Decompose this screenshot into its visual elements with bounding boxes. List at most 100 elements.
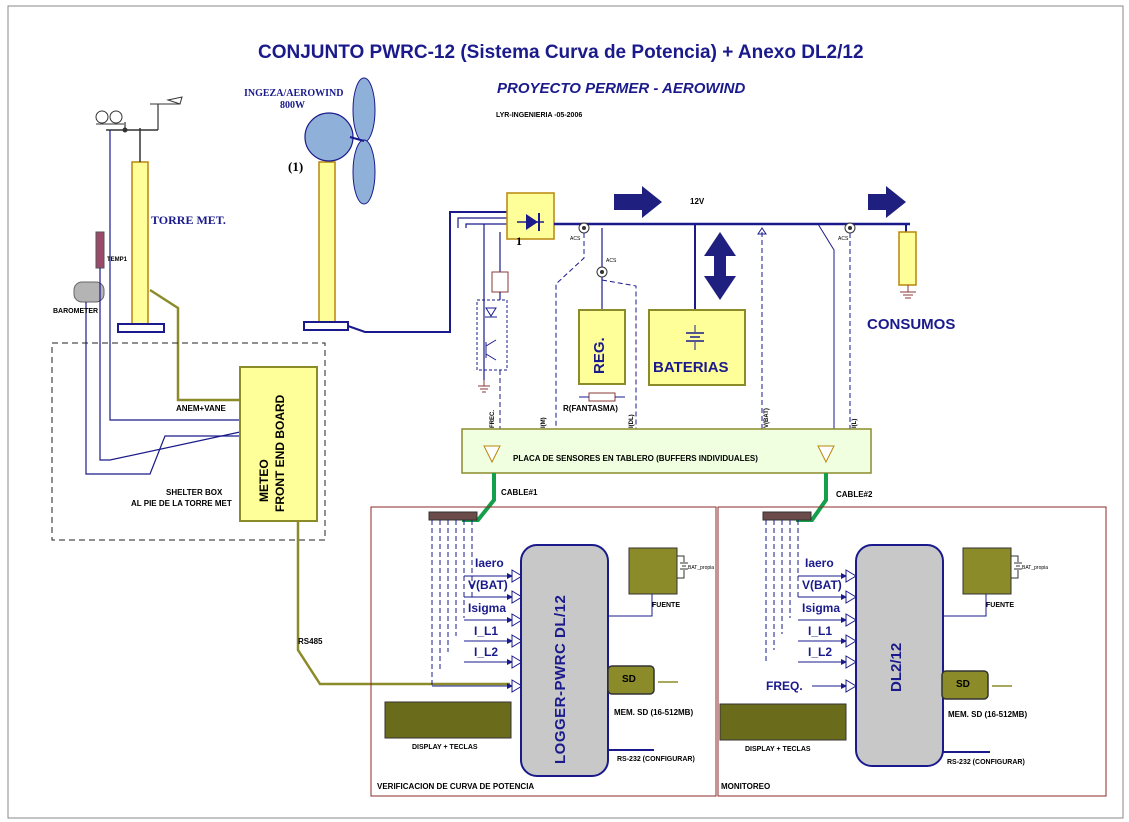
rs485-cable	[296, 521, 510, 686]
logger1-rs232-label: RS-232 (CONFIGURAR)	[617, 756, 695, 763]
cable-2-label: CABLE#2	[836, 490, 873, 499]
frequency-resistor	[491, 271, 509, 293]
wind-turbine-icon	[303, 77, 376, 331]
turbine-power: 800W	[280, 100, 305, 111]
logger1-input-lines	[432, 573, 513, 689]
battery-bank	[648, 309, 746, 386]
panel-monitoring	[717, 506, 1107, 797]
logger2-input-freq: FREQ.	[766, 679, 803, 693]
signal-idl: I(DL)	[629, 414, 635, 428]
page-title: CONJUNTO PWRC-12 (Sistema Curva de Poten…	[258, 42, 864, 63]
meteo-board	[239, 366, 318, 522]
signal-im: I(M)	[541, 417, 547, 428]
cable-1-label: CABLE#1	[501, 488, 538, 497]
turbine-tag: (1)	[288, 159, 304, 174]
turbine-phase-2	[457, 217, 507, 228]
met-tower	[117, 128, 165, 333]
logger2-battery-label: BAT_propia	[1022, 565, 1049, 571]
baro-wire	[85, 302, 240, 475]
shelter-box	[51, 342, 326, 541]
logger2-arrow-boxes	[845, 569, 857, 693]
wind-vane-icon	[150, 96, 183, 130]
logger1-input-il2: I_L2	[474, 645, 499, 659]
logger1-name: LOGGER-PWRC DL/12	[552, 594, 569, 764]
regulator-label: REG.	[591, 337, 608, 374]
logger2-sd-label: SD	[956, 679, 970, 690]
logger2-input-iaero: Iaero	[805, 556, 834, 570]
anem-label: ANEM+VANE	[176, 404, 226, 413]
signal-il: I(L)	[852, 418, 858, 428]
logger2-input-il1: I_L1	[808, 624, 833, 638]
logger2-display	[719, 703, 847, 741]
credit: LYR-INGENIERIA -05-2006	[496, 112, 583, 119]
logger2-body	[855, 544, 944, 767]
logger1-sd-card	[607, 665, 655, 695]
load-resistor	[898, 231, 917, 286]
logger2-display-label: DISPLAY + TECLAS	[745, 746, 811, 753]
bus-voltage: 12V	[690, 197, 705, 206]
panel-verification	[370, 506, 717, 797]
rectifier-box	[506, 192, 555, 240]
ground-icon	[900, 285, 916, 299]
connector-2	[762, 511, 812, 521]
logger1-supply-label: FUENTE	[652, 602, 680, 609]
logger1-input-iaero: Iaero	[475, 556, 504, 570]
cup-anemometer-icon	[95, 110, 158, 133]
sensor-board-label: PLACA DE SENSORES EN TABLERO (BUFFERS IN…	[513, 454, 758, 463]
logger1-input-il1: I_L1	[474, 624, 499, 638]
page-subtitle: PROYECTO PERMER - AEROWIND	[497, 80, 746, 97]
temp-sensor	[95, 231, 105, 269]
shelter-label-1: SHELTER BOX	[166, 488, 223, 497]
bidirectional-arrow-icon	[704, 232, 736, 300]
logger2-rs232-label: RS-232 (CONFIGURAR)	[947, 759, 1025, 766]
logger1-input-isigma: Isigma	[468, 601, 507, 615]
logger1-display	[384, 701, 512, 739]
panel2-title: MONITOREO	[721, 782, 771, 791]
phantom-resistor	[588, 392, 616, 402]
logger2-mem-label: MEM. SD (16-512MB)	[948, 710, 1028, 719]
rectifier-tag: 1	[516, 234, 522, 248]
sensor-board	[461, 428, 872, 474]
logger1-body	[520, 544, 609, 777]
sensor-wire	[109, 130, 240, 421]
triangle-buffer-icon	[817, 445, 835, 464]
logger1-arrow-boxes	[511, 569, 523, 693]
optocoupler-icon	[476, 299, 508, 371]
met-tower-label: TORRE MET.	[151, 213, 226, 227]
rs485-label: RS485	[298, 637, 323, 646]
logger2-input-vbat: V(BAT)	[802, 578, 842, 592]
batteries-label: BATERIAS	[653, 359, 729, 376]
panel1-title: VERIFICACION DE CURVA DE POTENCIA	[377, 782, 535, 791]
logger1-sd-label: SD	[622, 674, 636, 685]
loads-label: CONSUMOS	[867, 316, 956, 333]
power-flow-arrow-icon	[614, 186, 662, 218]
turbine-phase-3	[465, 223, 507, 228]
logger2-input-il2: I_L2	[808, 645, 833, 659]
power-flow-arrow-icon	[868, 186, 906, 218]
connector-1	[428, 511, 478, 521]
signal-frec: FREC.	[490, 410, 496, 428]
battery-icon	[686, 325, 704, 350]
logger2-supply	[962, 547, 1012, 595]
shelter-label-2: AL PIE DE LA TORRE MET	[131, 499, 232, 508]
signal-vbat: V(BAT)	[764, 408, 770, 428]
logger2-supply-label: FUENTE	[986, 602, 1014, 609]
barometer-label: BAROMETER	[53, 308, 99, 315]
logger1-mem-label: MEM. SD (16-512MB)	[614, 708, 694, 717]
temp-label: TEMP1	[107, 257, 128, 263]
triangle-buffer-icon	[483, 445, 501, 464]
barometer	[73, 281, 105, 303]
turbine-cable	[347, 211, 507, 333]
logger2-input-wires	[765, 520, 799, 664]
acs-label-3: ACS	[838, 236, 849, 242]
logger2-input-lines	[798, 573, 847, 689]
logger1-input-wires	[431, 520, 473, 686]
logger2-name: DL2/12	[888, 642, 905, 692]
logger2-sd-card	[941, 670, 989, 700]
anem-cable	[149, 288, 240, 402]
regulator-box	[578, 309, 626, 385]
meteo-label-2: FRONT END BOARD	[273, 394, 287, 512]
phantom-label: R(FANTASMA)	[563, 404, 618, 413]
